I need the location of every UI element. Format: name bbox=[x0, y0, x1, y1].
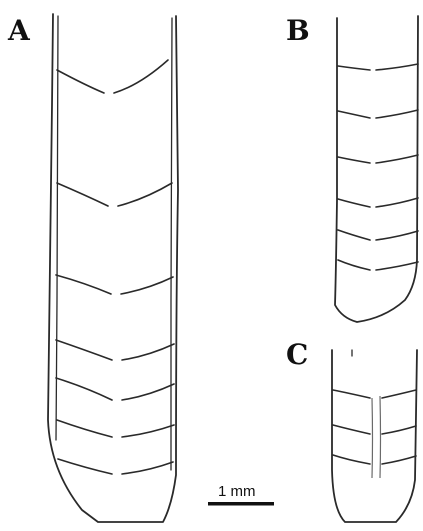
specimen-c-outline bbox=[332, 350, 417, 522]
suture bbox=[56, 340, 174, 360]
suture bbox=[338, 155, 418, 163]
specimen-c bbox=[332, 350, 417, 522]
scale-bar-label: 1 mm bbox=[218, 483, 256, 500]
suture bbox=[333, 455, 416, 464]
suture bbox=[338, 260, 418, 270]
panel-label-b: B bbox=[286, 14, 310, 47]
suture bbox=[333, 425, 416, 434]
specimen-b bbox=[335, 16, 418, 322]
specimen-a bbox=[48, 14, 178, 522]
scale-bar-line bbox=[208, 502, 274, 506]
specimen-a-outline bbox=[48, 14, 178, 522]
suture bbox=[57, 60, 168, 93]
suture bbox=[56, 378, 174, 400]
specimen-a-sutures bbox=[56, 60, 174, 474]
specimen-b-outline bbox=[335, 16, 418, 322]
scale-bar: 1 mm bbox=[208, 483, 274, 506]
suture bbox=[338, 64, 418, 70]
specimen-c-sutures bbox=[333, 390, 416, 464]
suture bbox=[333, 390, 416, 398]
suture bbox=[338, 230, 418, 240]
specimen-a-inner-wall-right bbox=[171, 18, 172, 470]
panel-label-c: C bbox=[286, 338, 308, 371]
suture bbox=[338, 110, 418, 118]
suture bbox=[56, 275, 173, 294]
specimen-c-siphuncle bbox=[372, 396, 381, 478]
panel-label-a: A bbox=[7, 14, 31, 47]
suture bbox=[57, 420, 174, 437]
specimen-b-sutures bbox=[338, 64, 418, 270]
suture bbox=[338, 198, 418, 207]
specimen-a-inner-wall bbox=[56, 16, 58, 440]
suture bbox=[58, 459, 173, 474]
suture bbox=[57, 183, 172, 206]
